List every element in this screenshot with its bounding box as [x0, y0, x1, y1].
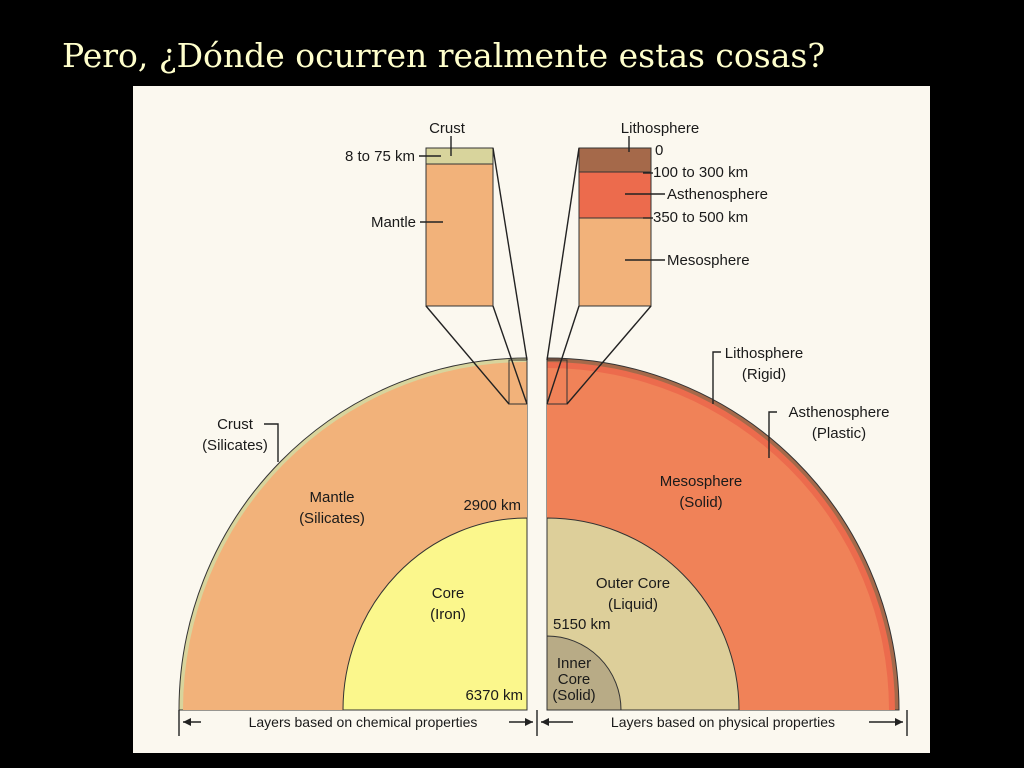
outer-core-label: Outer Core: [596, 575, 670, 592]
lithosphere-state: (Rigid): [742, 366, 786, 383]
column-asthenosphere: [578, 171, 652, 219]
column-lithosphere-label: Lithosphere: [621, 120, 699, 137]
column-asthenosphere-label: Asthenosphere: [667, 186, 768, 203]
earth-layers-diagram: Crust 8 to 75 km Mantle Lithosphere 0 10…: [178, 120, 908, 736]
column-mantle-label: Mantle: [371, 214, 416, 231]
inner-core-label-2: Core: [558, 671, 591, 688]
lithosphere-label: Lithosphere: [725, 345, 803, 362]
right-cutout-box: [546, 359, 568, 405]
outer-core-state: (Liquid): [608, 596, 658, 613]
core-depth-label: 2900 km: [463, 497, 521, 514]
asthenosphere-state: (Plastic): [812, 425, 866, 442]
left-zoom-line-c: [492, 305, 528, 405]
depth-top-label: 0: [655, 142, 663, 159]
depth-astheno-label: 350 to 500 km: [653, 209, 748, 226]
inner-core-region: [546, 635, 622, 711]
inner-core-depth-label: 5150 km: [553, 616, 611, 633]
column-crust-label: Crust: [429, 120, 466, 137]
column-lithosphere: [578, 147, 652, 173]
crust-label: Crust: [217, 416, 254, 433]
left-cutout-box: [508, 359, 528, 405]
asthenosphere-leader: [768, 411, 777, 458]
left-zoom-line-b: [492, 147, 528, 361]
physical-arrowhead-left: [541, 718, 549, 726]
column-mesosphere-label: Mesosphere: [667, 252, 750, 269]
right-zoom-line-c: [566, 305, 652, 405]
right-zoom-line-b: [546, 305, 580, 405]
asthenosphere-label: Asthenosphere: [789, 404, 890, 421]
center-depth-label: 6370 km: [465, 687, 523, 704]
chemical-axis-label: Layers based on chemical properties: [249, 714, 478, 730]
inner-core-state: (Solid): [552, 687, 595, 704]
crust-composition: (Silicates): [202, 437, 268, 454]
mesosphere-state: (Solid): [679, 494, 722, 511]
crust-leader: [264, 423, 279, 462]
core-composition: (Iron): [430, 606, 466, 623]
column-mesosphere: [578, 217, 652, 307]
slide-title: Pero, ¿Dónde ocurren realmente estas cos…: [62, 36, 826, 75]
inner-core-label: Inner: [557, 655, 591, 672]
depth-litho-label: 100 to 300 km: [653, 164, 748, 181]
mantle-label: Mantle: [309, 489, 354, 506]
lithosphere-leader: [712, 351, 721, 404]
mesosphere-label: Mesosphere: [660, 473, 743, 490]
core-label: Core: [432, 585, 465, 602]
chemical-arrowhead-left: [183, 718, 191, 726]
mantle-composition: (Silicates): [299, 510, 365, 527]
core-region: [342, 517, 528, 711]
crust-depth-label: 8 to 75 km: [345, 148, 415, 165]
chemical-arrowhead-right: [525, 718, 533, 726]
physical-axis-label: Layers based on physical properties: [611, 714, 835, 730]
left-zoom-line-a: [425, 305, 510, 405]
earth-layers-figure: Crust 8 to 75 km Mantle Lithosphere 0 10…: [133, 86, 930, 753]
physical-arrowhead-right: [895, 718, 903, 726]
right-zoom-line-a: [546, 147, 580, 361]
column-mantle: [425, 163, 494, 307]
